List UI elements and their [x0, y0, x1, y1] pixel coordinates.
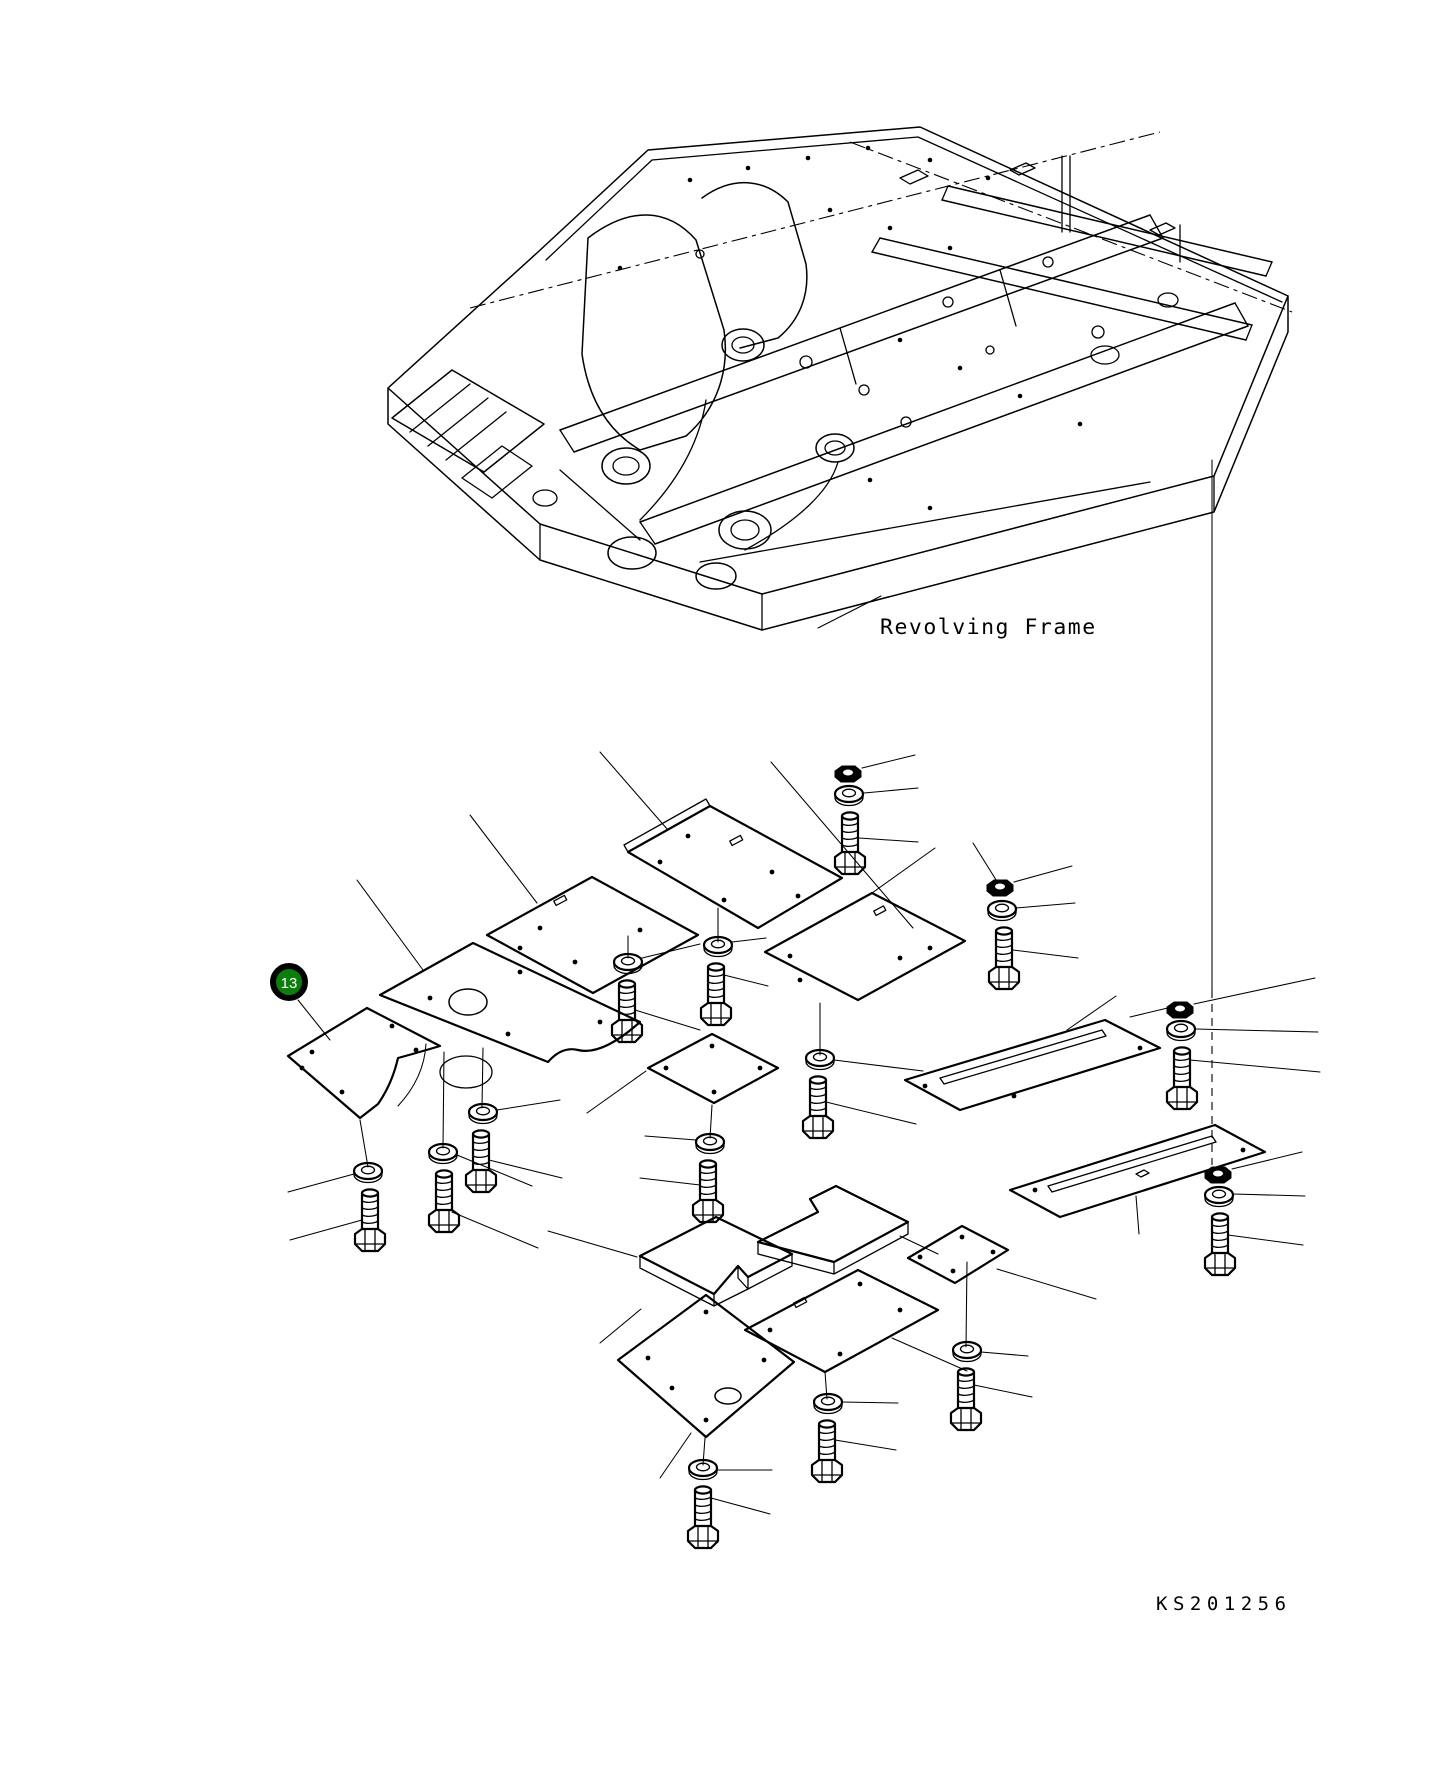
hex-bolt	[1165, 1046, 1199, 1111]
projected-hole-outline	[439, 1055, 493, 1089]
hex-bolt	[833, 811, 867, 876]
hex-bolt	[699, 962, 733, 1027]
fastener-group-8	[287, 999, 387, 1253]
washer	[612, 952, 644, 975]
fastener-group-11	[639, 1104, 726, 1224]
cover-plate-12	[616, 1293, 796, 1479]
cover-plate-1	[599, 751, 844, 930]
washer	[1165, 1019, 1197, 1042]
cover-plate-5	[586, 1032, 780, 1114]
washer	[1203, 1185, 1235, 1208]
cover-plate-10	[743, 1268, 968, 1400]
drawing-number: KS201256	[1156, 1593, 1292, 1615]
hex-bolt	[691, 1159, 725, 1224]
washer	[467, 1102, 499, 1125]
washer	[986, 899, 1018, 922]
hex-bolt	[810, 1419, 844, 1484]
callout-13-number: 13	[281, 975, 298, 992]
hex-bolt	[1203, 1212, 1237, 1277]
washer	[951, 1340, 983, 1363]
fastener-group-3	[610, 935, 701, 1044]
fastener-group-2	[972, 842, 1079, 991]
fastener-group-14	[949, 1340, 1033, 1432]
washer	[833, 784, 865, 807]
nut	[1166, 1001, 1194, 1019]
nut	[834, 765, 862, 783]
fastener-group-4	[699, 907, 769, 1027]
fastener-group-10	[464, 1047, 563, 1194]
revolving-frame-drawing	[387, 126, 1293, 631]
washer	[804, 1048, 836, 1071]
callout-13-badge	[270, 963, 308, 1001]
fastener-group-6	[1129, 977, 1321, 1111]
cover-plate-11	[906, 1224, 1097, 1348]
hex-bolt	[987, 926, 1021, 991]
hex-bolt	[686, 1485, 720, 1550]
fastener-group-1	[770, 754, 919, 929]
hex-bolt	[949, 1367, 983, 1432]
hex-bolt	[801, 1075, 835, 1140]
washer	[687, 1458, 719, 1481]
fastener-group-7	[1203, 1151, 1306, 1277]
hex-bolt	[464, 1129, 498, 1194]
washer	[702, 935, 734, 958]
under-cover-exploded-view	[286, 459, 1321, 1550]
hex-bolt	[427, 1169, 461, 1234]
cover-plate-8	[756, 1184, 939, 1275]
cover-plate-3	[356, 879, 642, 1107]
frame-caption-leader	[817, 595, 882, 629]
callout-13[interactable]: 13	[270, 963, 308, 1001]
cover-plate-7	[1008, 1123, 1267, 1235]
cover-plate-9	[547, 1215, 794, 1344]
fastener-group-5	[801, 1002, 924, 1140]
washer	[352, 1161, 384, 1184]
nut	[986, 879, 1014, 897]
cover-plate-2	[469, 814, 700, 995]
nut	[1204, 1166, 1232, 1184]
cover-plate-4	[763, 847, 967, 1002]
washer	[812, 1392, 844, 1415]
washer	[427, 1142, 459, 1165]
washer	[694, 1132, 726, 1155]
frame-caption: Revolving Frame	[880, 615, 1097, 640]
cover-plate-6	[903, 995, 1162, 1112]
fastener-group-9	[427, 1051, 539, 1249]
fastener-group-12	[686, 1458, 773, 1550]
cover-plate-13	[286, 1006, 442, 1120]
fastener-group-13	[810, 1392, 899, 1484]
